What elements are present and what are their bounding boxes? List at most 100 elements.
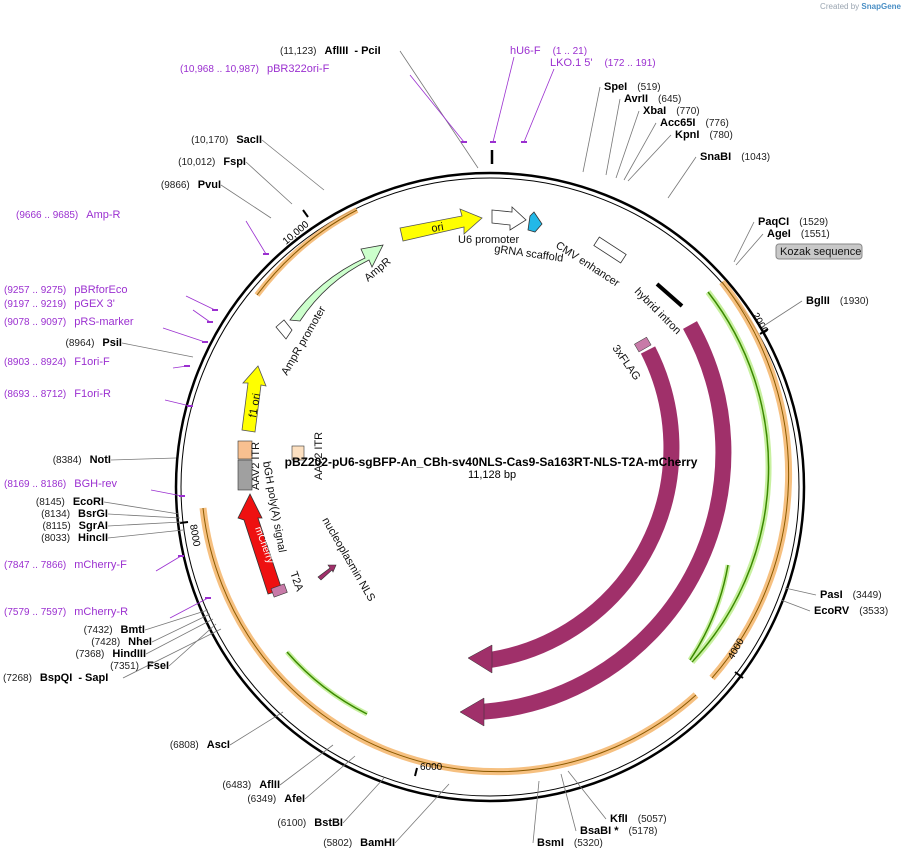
site-label-afliii[interactable]: (11,123)AflIII- PciI [280,45,381,57]
site-label-kfli[interactable]: KflI(5057) [610,813,667,825]
site-name: KflI [610,813,628,825]
site-name: EcoRI [73,496,104,508]
site-name: XbaI [643,105,666,117]
site-label-ecorv[interactable]: EcoRV(3533) [814,605,888,617]
site-label-aflii[interactable]: (6483)AflII [222,779,280,791]
primer-labels: hU6-F(1 .. 21)LKO.1 5'(172 .. 191) (10,96… [4,45,656,618]
site-leader-afei [304,755,356,800]
site-leader-sgrai [107,521,182,527]
site-label-pasi[interactable]: PasI(3449) [820,589,882,601]
primer-label-amp-r[interactable]: (9666 .. 9685)Amp-R [16,209,121,221]
primer-leader-prs-marker [162,327,206,343]
primer-label-hu6-f[interactable]: hU6-F(1 .. 21) [510,45,587,57]
site-position: (10,170) [191,135,228,146]
site-name: BamHI [360,837,395,849]
site-position: (6100) [277,818,306,829]
primer-leader-f1ori-r [164,399,191,407]
green-arc-bottom-core [286,651,368,715]
site-label-bsrgi[interactable]: (8134)BsrGI [41,508,108,520]
tick-6000: 6000 [420,762,443,773]
site-label-acc65i[interactable]: Acc65I(776) [660,117,729,129]
primer-label-f1ori-r[interactable]: (8693 .. 8712)F1ori-R [4,388,111,400]
u6-arrow [491,206,527,231]
site-label-noti[interactable]: (8384)NotI [53,454,111,466]
site-label-psii[interactable]: (8964)PsiI [66,337,122,349]
site-label-fspi[interactable]: (10,012)FspI [178,156,246,168]
site-label-bmti[interactable]: (7432)BmtI [84,624,145,636]
site-label-ecori[interactable]: (8145)EcoRI [36,496,104,508]
orange-arc-right-core [711,281,790,679]
site-leader-hindiii [145,618,214,655]
cmv-box [593,236,627,264]
primer-label-lko-1-5[interactable]: LKO.1 5'(172 .. 191) [550,57,656,69]
primer-label-mcherry-r[interactable]: (7579 .. 7597)mCherry-R [4,606,128,618]
site-name: KpnI [675,129,699,141]
site-position: (519) [637,82,660,93]
hybrid-intron-label: hybrid intron [632,286,683,337]
site-position: (11,123) [280,46,317,57]
primer-label-f1ori-f[interactable]: (8903 .. 8924)F1ori-F [4,356,110,368]
site-label-paqci[interactable]: PaqCI(1529) [758,216,828,228]
site-label-afei[interactable]: (6349)AfeI [247,793,305,805]
site-position: (6349) [247,794,276,805]
ampr-arrow [289,244,384,322]
site-label-kpni[interactable]: KpnI(780) [675,129,733,141]
site-leader-bstbi [342,777,385,824]
site-position: (8134) [41,509,70,520]
primer-name: hU6-F [510,45,541,57]
site-label-nhei[interactable]: (7428)NheI [91,636,152,648]
primer-name: F1ori-R [74,388,111,400]
plasmid-title: pBZ202-pU6-sgBFP-An_CBh-sv40NLS-Cas9-Sa1… [285,455,698,469]
site-leader-hincii [107,529,184,539]
site-label-sgrai[interactable]: (8115)SgrAI [42,520,108,532]
site-label-fsei[interactable]: (7351)FseI [110,660,169,672]
site-label-asci[interactable]: (6808)AscI [170,739,230,751]
site-leader-snabi [667,156,697,199]
primer-label-pbrforeco[interactable]: (9257 .. 9275)pBRforEco [4,284,127,296]
primer-label-pgex-3[interactable]: (9197 .. 9219)pGEX 3' [4,298,115,310]
site-label-pvui[interactable]: (9866)PvuI [161,179,221,191]
site-leader-acc65i [623,122,657,181]
grna-arrow [527,211,543,233]
site-label-bamhi[interactable]: (5802)BamHI [323,837,395,849]
primer-label-prs-marker[interactable]: (9078 .. 9097)pRS-marker [4,316,134,328]
site-name: PsiI [102,337,122,349]
primer-label-pbr322ori-f[interactable]: (10,968 .. 10,987)pBR322ori-F [180,63,330,75]
primer-name: pBR322ori-F [267,63,330,75]
primer-label-mcherry-f[interactable]: (7847 .. 7866)mCherry-F [4,559,127,571]
site-name: AscI [207,739,230,751]
primer-name: pGEX 3' [74,298,115,310]
site-label-avrii[interactable]: AvrII(645) [624,93,681,105]
primer-range: (7847 .. 7866) [4,560,66,571]
site-label-bglii[interactable]: BglII(1930) [806,295,869,307]
primer-range: (9666 .. 9685) [16,210,78,221]
site-position: (1930) [840,296,869,307]
grna-label: gRNA scaffold [494,243,565,265]
site-leader-aflii [279,744,334,786]
primer-leader-pbr322ori-f [409,74,465,143]
itr2-label: AAV2 ITR [313,432,325,480]
site-label-snabi[interactable]: SnaBI(1043) [700,151,770,163]
kozak-label: Kozak sequence [780,246,861,258]
site-position: (3533) [859,606,888,617]
site-position: (5320) [574,838,603,849]
site-label-bstbi[interactable]: (6100)BstBI [277,817,343,829]
site-label-hincii[interactable]: (8033)HincII [41,532,108,544]
site-label-hindiii[interactable]: (7368)HindIII [75,648,146,660]
site-label-bsmi[interactable]: BsmI(5320) [537,837,603,849]
site-position: (6483) [222,780,251,791]
site-position: (7351) [110,661,139,672]
site-label-spei[interactable]: SpeI(519) [604,81,661,93]
site-labels: (11,123)AflIII- PciI SpeI(519)AvrII(645)X… [3,45,888,849]
site-label-agei[interactable]: AgeI(1551) [767,228,830,240]
site-leader-bsmi [532,780,540,844]
site-label-bspqi[interactable]: (7268)BspQI- SapI [3,672,108,684]
site-leader-afliii [399,50,479,169]
site-label-sacii[interactable]: (10,170)SacII [191,134,262,146]
primer-range: (9257 .. 9275) [4,285,66,296]
primer-label-bgh-rev[interactable]: (8169 .. 8186)BGH-rev [4,478,118,490]
green-arc-inner-core [689,564,729,661]
site-label-xbai[interactable]: XbaI(770) [643,105,700,117]
site-label-bsabi[interactable]: BsaBI *(5178) [580,825,657,837]
site-name: NheI [128,636,152,648]
